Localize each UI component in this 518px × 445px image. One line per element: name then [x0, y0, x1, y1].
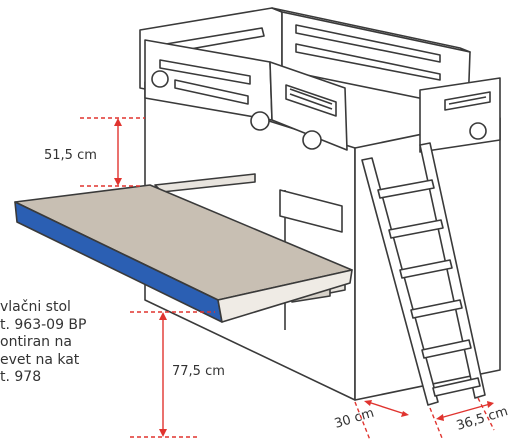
clearance-label: 51,5 cm [44, 148, 97, 163]
note-line: evet na kat [0, 351, 80, 368]
desk-note: vlačni stol t. 963-09 BP ontiran na evet… [0, 299, 140, 387]
desk-height-label: 77,5 cm [172, 364, 225, 379]
desk-height-dimension-lines [130, 311, 215, 438]
ladder-depth-label: 30 cm [333, 406, 376, 432]
desk-side-edge [217, 269, 353, 323]
note-line: t. 978 [0, 369, 42, 385]
ladder [361, 142, 486, 406]
note-line: vlačni stol [0, 299, 71, 315]
ladder-width-label: 36,5 cm [455, 404, 510, 434]
front-guard-rail [144, 39, 501, 153]
ladder-depth-dimension-lines [354, 397, 495, 441]
note-line: t. 963-09 BP [0, 316, 87, 333]
note-line: ontiran na [0, 334, 72, 350]
ladder-width-dimension-arrow [439, 403, 491, 419]
pull-out-desk [14, 173, 353, 323]
ladder-depth-dimension-arrow [367, 401, 406, 415]
clearance-dimension-lines [80, 117, 145, 187]
